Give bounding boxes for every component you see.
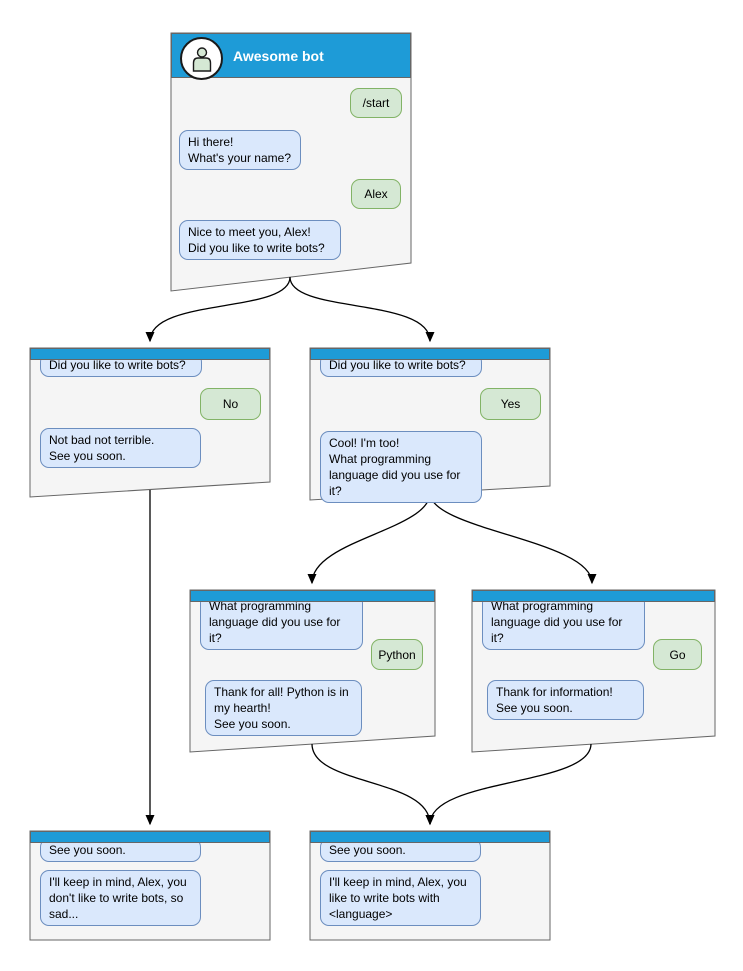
- edge-go-to-end-yes: [425, 743, 592, 826]
- edge-start-to-yes: [289, 276, 435, 343]
- chat-window-end-no: See you soon. I'll keep in mind, Alex, y…: [30, 831, 270, 940]
- bot-message-bubble: Nice to meet you, Alex! Did you like to …: [179, 220, 341, 260]
- bot-message-bubble: Not bad not terrible. See you soon.: [40, 428, 201, 468]
- user-message-bubble: No: [200, 388, 261, 420]
- window-header: Awesome bot: [171, 33, 411, 80]
- user-message-bubble: Yes: [480, 388, 541, 420]
- user-message-bubble: Python: [371, 639, 423, 670]
- user-message-bubble: /start: [350, 88, 402, 118]
- chat-window-start: Awesome bot /start Hi there! What's your…: [171, 33, 411, 291]
- chat-window-branch-go: What programming language did you use fo…: [472, 590, 715, 752]
- user-icon: [192, 46, 211, 72]
- chat-window-branch-python: What programming language did you use fo…: [190, 590, 435, 752]
- window-header: [30, 348, 270, 360]
- window-header: [30, 831, 270, 843]
- window-title: Awesome bot: [233, 48, 324, 64]
- chat-window-branch-yes: Did you like to write bots? Yes Cool! I'…: [310, 348, 550, 503]
- user-message-bubble: Alex: [351, 179, 401, 209]
- window-header: [190, 590, 435, 602]
- bot-avatar: [180, 37, 223, 80]
- bot-message-bubble: I'll keep in mind, Alex, you like to wri…: [320, 870, 481, 926]
- bot-message-bubble: Cool! I'm too! What programming language…: [320, 431, 482, 503]
- window-header: [472, 590, 715, 602]
- window-header: [310, 831, 550, 843]
- edge-yes-to-python: [307, 492, 431, 585]
- user-message-bubble: Go: [653, 639, 702, 670]
- bot-message-bubble: What programming language did you use fo…: [482, 594, 645, 650]
- bot-message-bubble: Thank for all! Python is in my hearth! S…: [205, 680, 362, 736]
- bot-message-bubble: What programming language did you use fo…: [200, 594, 363, 650]
- edge-python-to-end-yes: [311, 743, 435, 826]
- bot-message-bubble: Hi there! What's your name?: [179, 130, 301, 170]
- bot-message-bubble: I'll keep in mind, Alex, you don't like …: [40, 870, 201, 926]
- window-header: [310, 348, 550, 360]
- chat-window-branch-no: Did you like to write bots? No Not bad n…: [30, 348, 270, 498]
- edge-yes-to-go: [429, 492, 597, 585]
- edge-start-to-no: [145, 276, 291, 343]
- chat-window-end-yes: See you soon. I'll keep in mind, Alex, y…: [310, 831, 550, 940]
- bot-message-bubble: Thank for information! See you soon.: [487, 680, 644, 720]
